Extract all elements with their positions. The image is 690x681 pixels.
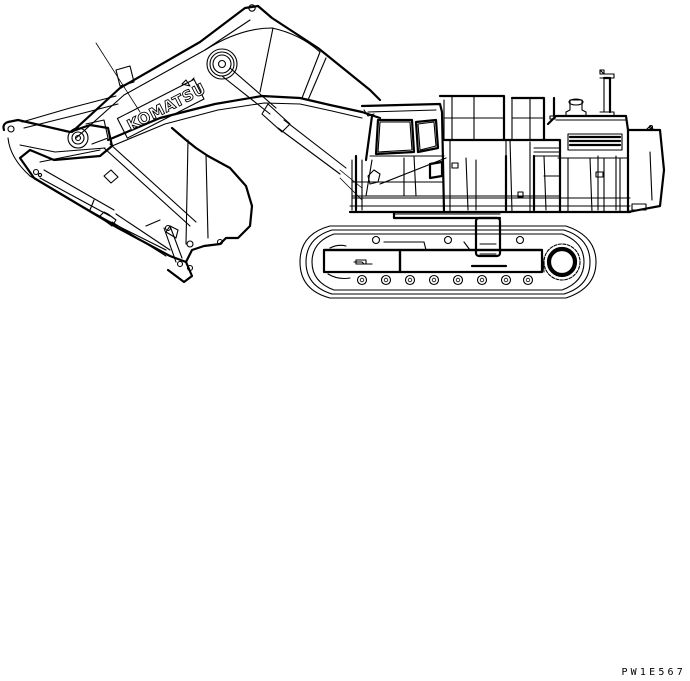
sprocket [541,243,581,281]
track-frame [322,248,544,274]
counterweight [626,124,666,214]
undercarriage [299,210,597,299]
boom-pin [206,48,238,80]
operator-cab [360,102,447,214]
idler [327,244,351,280]
drawing-code: PW1E567 [621,667,686,678]
exhaust-stack [599,69,615,117]
boom-cylinder [221,67,347,175]
upper-structure [348,69,666,214]
engine-hood [546,98,630,214]
track-rollers [356,274,534,286]
track [299,225,597,299]
handrail-front [438,94,556,142]
bucket-cylinder [39,169,171,257]
ladder [474,216,502,258]
carrier-rollers [371,235,525,251]
boom: KOMATSU [70,4,382,147]
arm [2,95,197,284]
arm-pin [67,119,109,149]
bucket [163,126,254,272]
brand-panel: KOMATSU [116,78,209,139]
lower-handrails [351,154,617,212]
grille [567,133,623,151]
